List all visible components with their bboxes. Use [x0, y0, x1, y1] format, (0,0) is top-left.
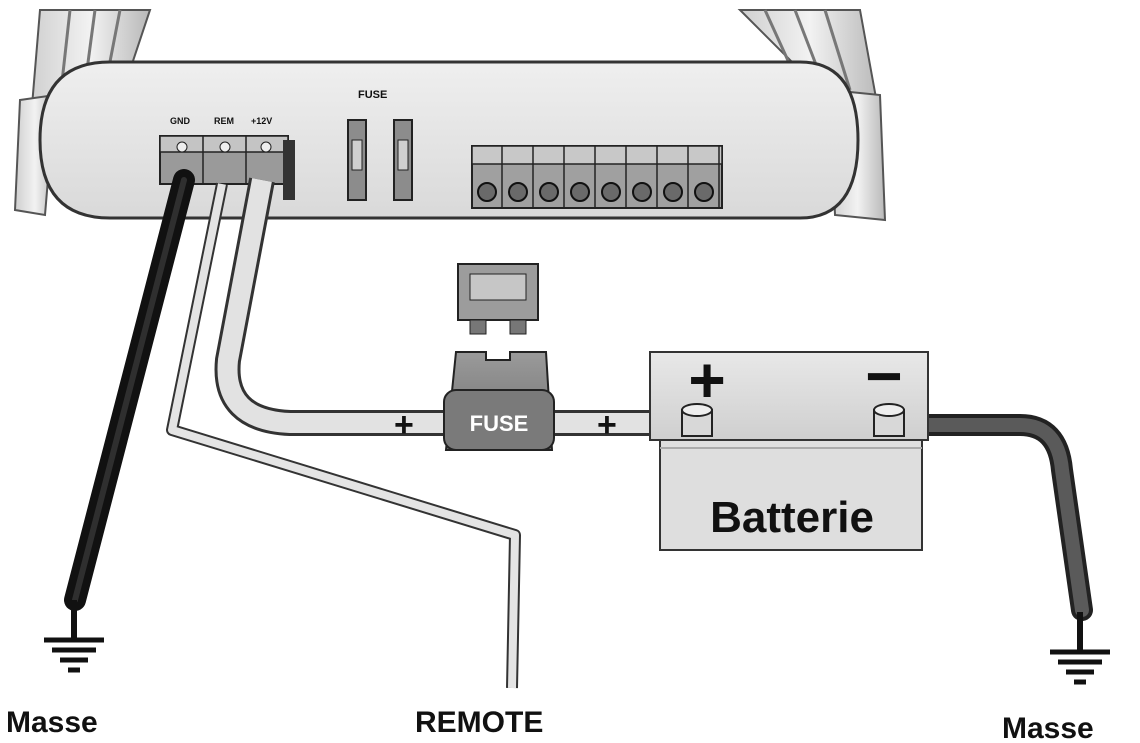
spare-fuse-icon [457, 263, 539, 335]
inline-fuse-label: FUSE [470, 411, 529, 436]
speaker-terminal-screw [539, 182, 559, 202]
label-ground-right: Masse [1002, 712, 1094, 743]
polarity-mark-left: + [394, 406, 414, 444]
amp-fuse-label: FUSE [358, 89, 387, 101]
terminal-label-gnd: GND [170, 116, 191, 126]
speaker-terminal-strip [471, 145, 723, 209]
inline-fuse: FUSE [443, 263, 555, 451]
terminal-label-rem: REM [214, 116, 234, 126]
ground-right-icon [1050, 612, 1110, 685]
label-remote: REMOTE [415, 706, 543, 739]
battery-minus-symbol: − [865, 340, 902, 412]
speaker-terminal-screw [632, 182, 652, 202]
polarity-mark-right: + [597, 406, 617, 444]
battery: + − Batterie [649, 340, 929, 551]
label-ground-left: Masse [6, 706, 98, 739]
battery-negative-terminal [873, 403, 905, 437]
speaker-terminal-screw [570, 182, 590, 202]
speaker-terminal-screw [477, 182, 497, 202]
terminal-label-12v: +12V [251, 116, 272, 126]
speaker-terminal-screw [601, 182, 621, 202]
amp-fuses [347, 119, 413, 201]
battery-positive-terminal [681, 403, 713, 437]
ground-left-icon [44, 600, 104, 673]
amplifier: GND REM +12V FUSE [13, 9, 887, 222]
battery-plus-symbol: + [688, 344, 725, 416]
speaker-terminal-screw [694, 182, 714, 202]
battery-label: Batterie [710, 493, 874, 542]
speaker-terminal-screw [663, 182, 683, 202]
power-terminal-block [159, 135, 295, 200]
speaker-terminal-screw [508, 182, 528, 202]
